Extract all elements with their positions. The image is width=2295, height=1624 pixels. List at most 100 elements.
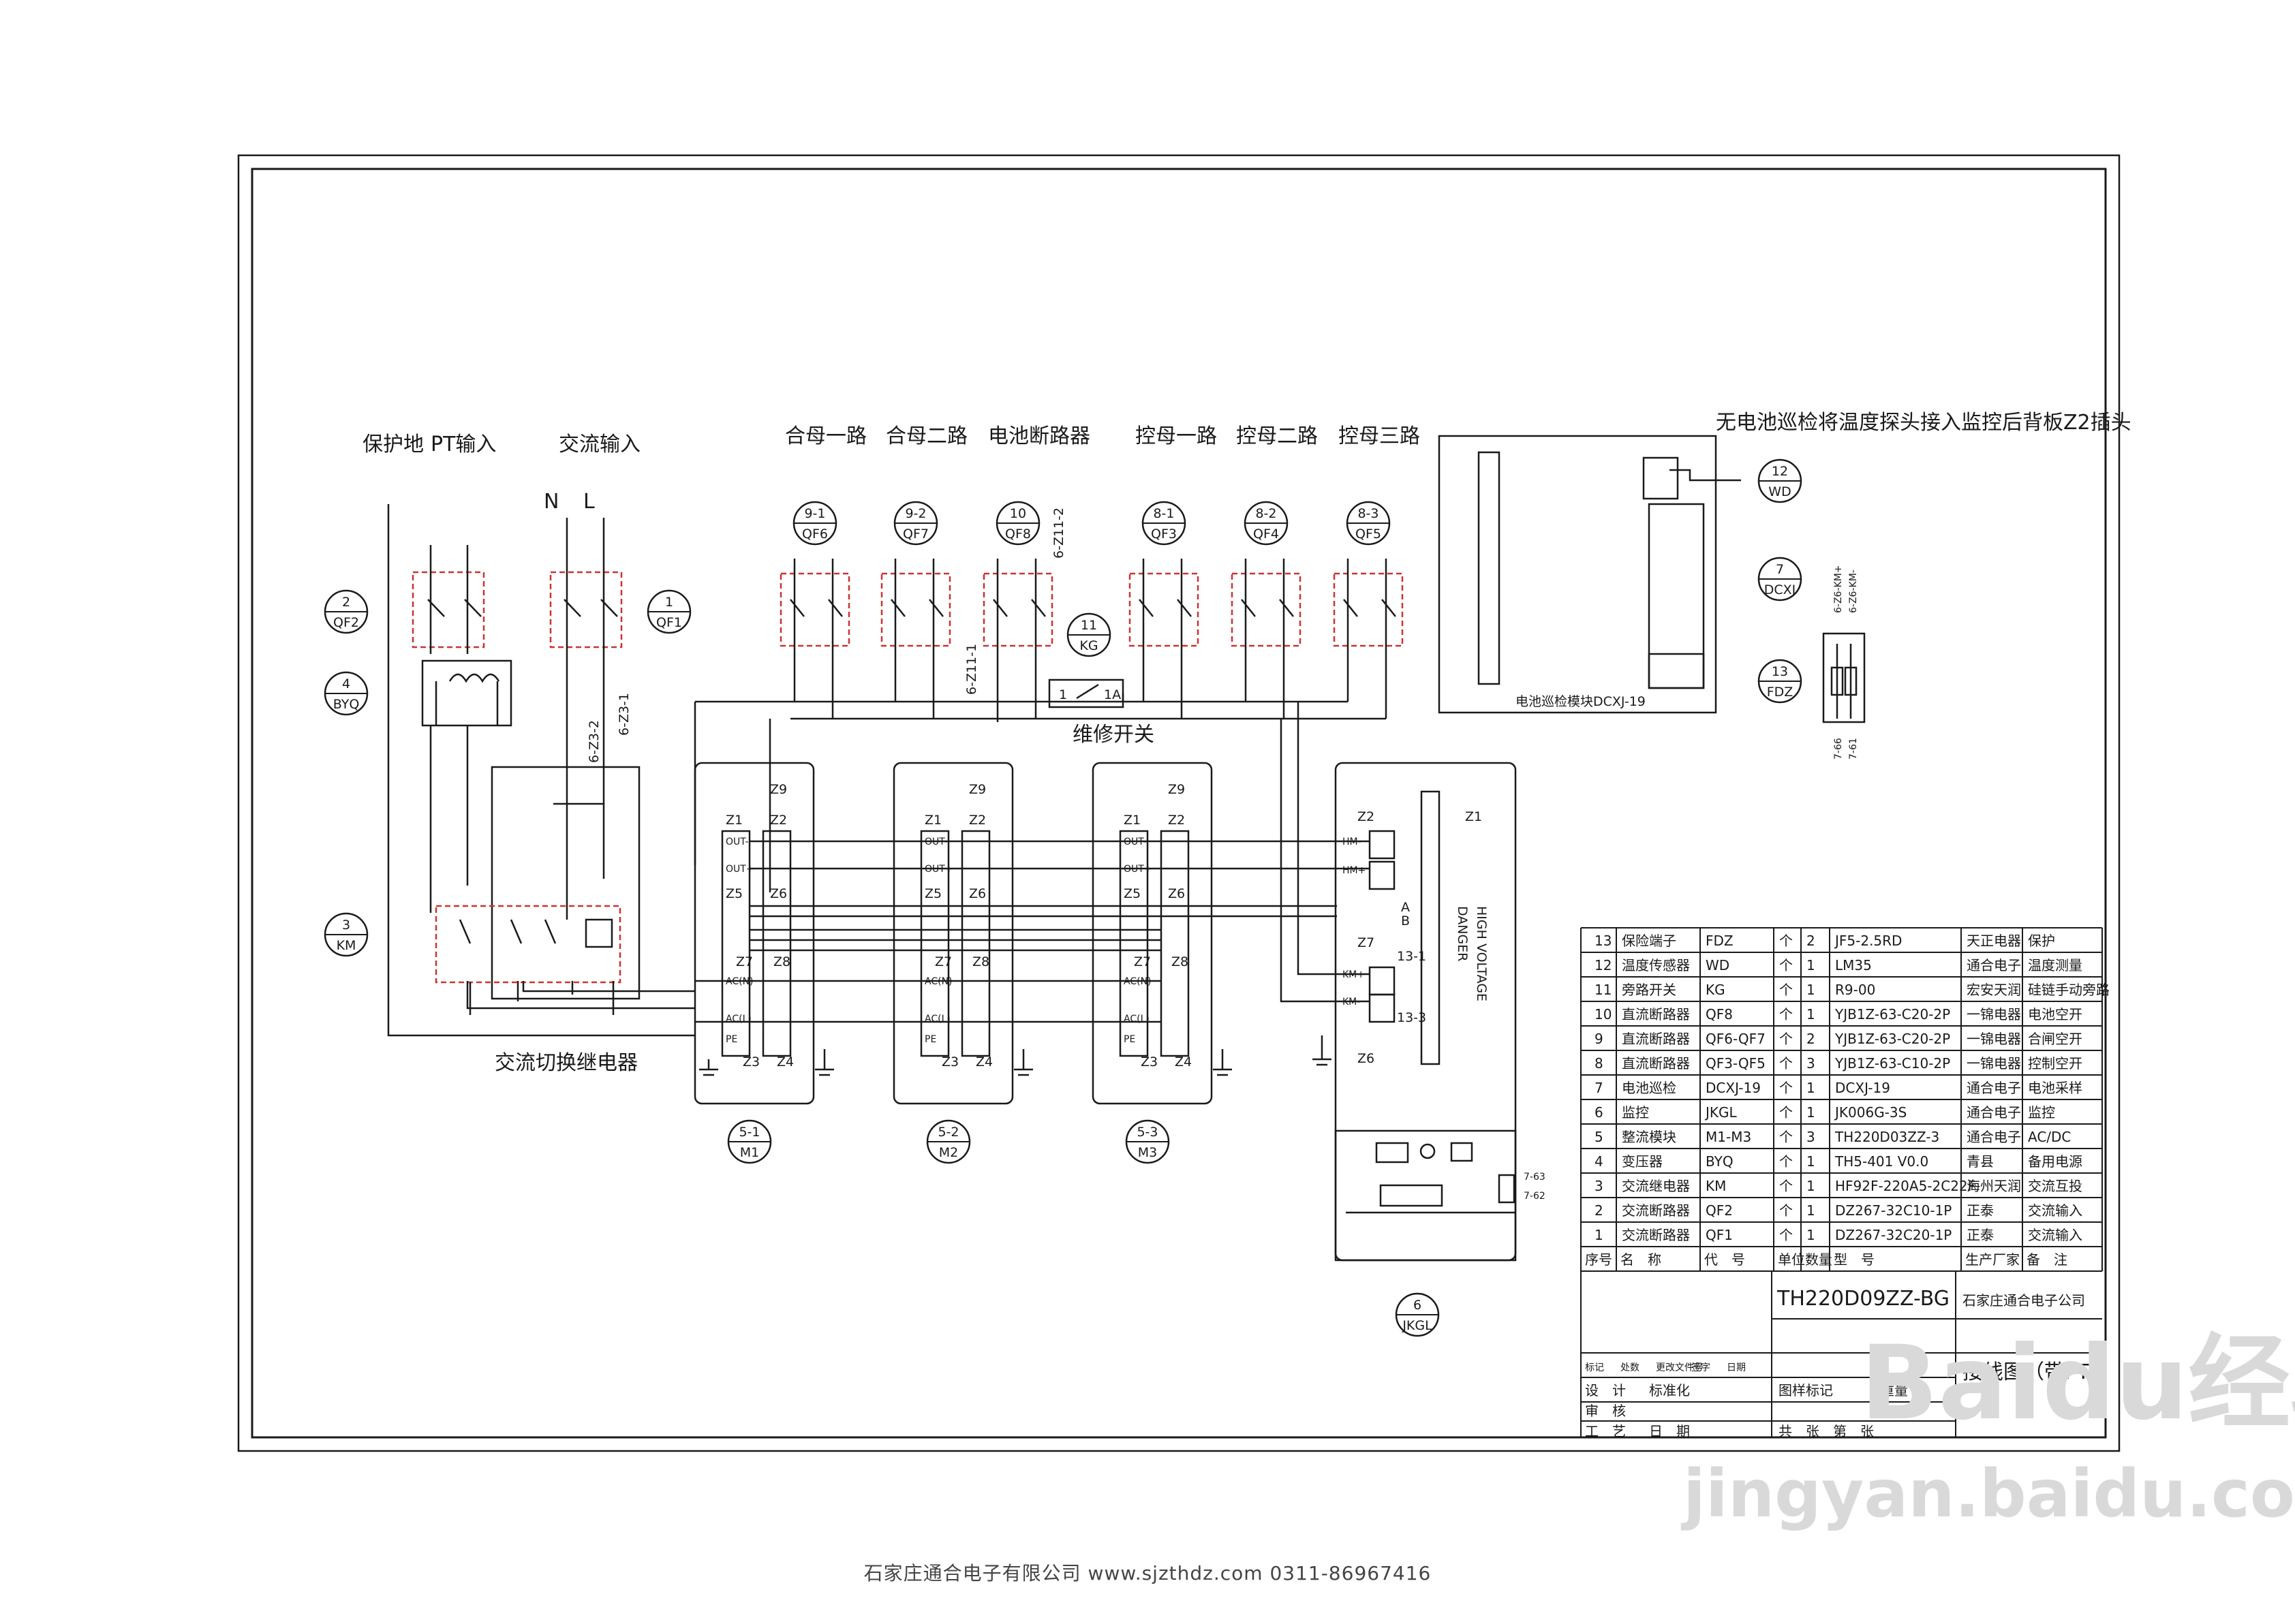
bom-cell: 电池采样 (2028, 1080, 2082, 1096)
relay-frame (491, 766, 641, 1000)
badge-number: 13 (1772, 664, 1788, 679)
badge-code: FDZ (1767, 685, 1793, 700)
bom-cell: TH220D03ZZ-3 (1834, 1129, 1939, 1145)
bom-cell: 1 (1806, 1104, 1815, 1121)
module-2-z2: Z2 (969, 813, 986, 828)
badge-code: QF1 (656, 615, 682, 630)
monitor-a: A (1401, 900, 1410, 915)
monitor-z2: Z2 (1357, 809, 1374, 824)
module-3-z1: Z1 (1124, 813, 1141, 828)
danger-label: DANGER (1455, 906, 1470, 961)
bom-cell: 温度测量 (2028, 957, 2082, 973)
craft-label: 工 艺 (1585, 1423, 1626, 1439)
bom-cell: 6 (1595, 1104, 1603, 1121)
badge-code: M2 (939, 1145, 958, 1160)
bom-cell: KG (1706, 982, 1725, 998)
bom-cell: JK006G-3S (1834, 1104, 1907, 1121)
battery-module-frame (1438, 435, 1717, 714)
monitor-hm-plus: HM+ (1342, 865, 1366, 876)
badge-number: 6 (1413, 1298, 1421, 1313)
badge-code: KG (1079, 638, 1098, 653)
bom-grid (1580, 927, 2103, 1437)
label-n: N (544, 490, 559, 514)
bom-cell: DCXJ-19 (1706, 1080, 1761, 1096)
bom-header-cell: 数量 (1805, 1251, 1832, 1268)
module-2-z1: Z1 (925, 813, 942, 828)
wire-7-62: 7-62 (1524, 1191, 1545, 1202)
module-1-ac-n: AC(N) (726, 976, 754, 987)
title-row-cell: 更改文件号 (1656, 1362, 1704, 1373)
module-3-out-minus: OUT- (1124, 837, 1147, 847)
module-3-z8: Z8 (1171, 954, 1188, 969)
bom-cell: 一锦电器 (1967, 1006, 2021, 1022)
badge-code: QF5 (1355, 527, 1381, 542)
module-2-z4: Z4 (976, 1055, 993, 1069)
module-1-z1: Z1 (726, 813, 743, 828)
label-ac-input: 交流输入 (559, 433, 641, 456)
bom-cell: 保险端子 (1622, 933, 1676, 949)
label-pt-input: PT输入 (431, 433, 496, 456)
bom-cell: QF3-QF5 (1706, 1055, 1766, 1072)
label-bus2: 合母二路 (886, 424, 968, 448)
bom-cell: 电池空开 (2028, 1006, 2082, 1022)
bom-cell: QF1 (1706, 1227, 1733, 1243)
module-3-z5: Z5 (1124, 886, 1141, 901)
module-2-z9: Z9 (969, 782, 986, 797)
bom-cell: DZ267-32C20-1P (1835, 1227, 1952, 1243)
label-maintenance-switch: 维修开关 (1073, 723, 1154, 747)
switch-pin-1: 1 (1059, 687, 1067, 702)
bom-cell: 温度传感器 (1622, 957, 1690, 973)
badge-code: QF2 (333, 615, 359, 630)
bom-cell: 一锦电器 (1967, 1031, 2021, 1047)
badge-code: M1 (740, 1145, 759, 1160)
bom-cell: 电池巡检 (1622, 1080, 1676, 1096)
label-l: L (583, 490, 595, 514)
badge-code: WD (1768, 484, 1791, 499)
bom-cell: 硅链手动旁路 (2028, 982, 2110, 998)
module-2-pe: PE (925, 1034, 936, 1045)
module-1-pe: PE (726, 1034, 737, 1045)
qf8-box (983, 572, 1053, 647)
km-relay-box (435, 905, 621, 984)
bom-cell: 1 (1806, 1178, 1815, 1194)
badge-number: 8-2 (1255, 506, 1276, 521)
bom-cell: 1 (1806, 1080, 1815, 1096)
qf3-box (1128, 572, 1199, 647)
wire-z11-2: 6-Z11-2 (1051, 507, 1066, 559)
module-1-out-plus: OUT+ (726, 864, 754, 875)
bom-cell: 4 (1595, 1153, 1603, 1170)
module-2-z7: Z7 (935, 954, 952, 969)
bom-header-cell: 备 注 (2027, 1251, 2067, 1268)
module-1-z6: Z6 (770, 886, 787, 901)
weight-label: 重量 (1881, 1382, 1908, 1399)
bom-cell: BYQ (1706, 1153, 1734, 1170)
badge-number: 5-2 (938, 1125, 959, 1140)
title-row-cell: 标记 (1585, 1362, 1604, 1373)
bom-cell: 控制空开 (2028, 1055, 2082, 1072)
bom-cell: 个 (1779, 1202, 1793, 1219)
bom-cell: 3 (1806, 1129, 1815, 1145)
module-2-out-minus: OUT- (925, 837, 948, 847)
bom-cell: 通合电子 (1967, 957, 2021, 973)
bom-cell: 12 (1595, 957, 1612, 973)
bom-cell: 通合电子 (1967, 1129, 2021, 1145)
bom-header-cell: 代 号 (1704, 1251, 1745, 1268)
bom-cell: 个 (1779, 1153, 1793, 1170)
badge-number: 7 (1776, 562, 1784, 577)
badge-number: 8-3 (1357, 506, 1378, 521)
module-1-z7: Z7 (736, 954, 753, 969)
qf1-breaker-box (549, 571, 623, 649)
bom-cell: 7 (1595, 1080, 1603, 1096)
badge-code: QF7 (903, 527, 929, 542)
module-2-ac-l: AC(L) (925, 1014, 951, 1025)
monitor-km-plus: KM+ (1342, 969, 1365, 980)
module-2-z6: Z6 (969, 886, 986, 901)
